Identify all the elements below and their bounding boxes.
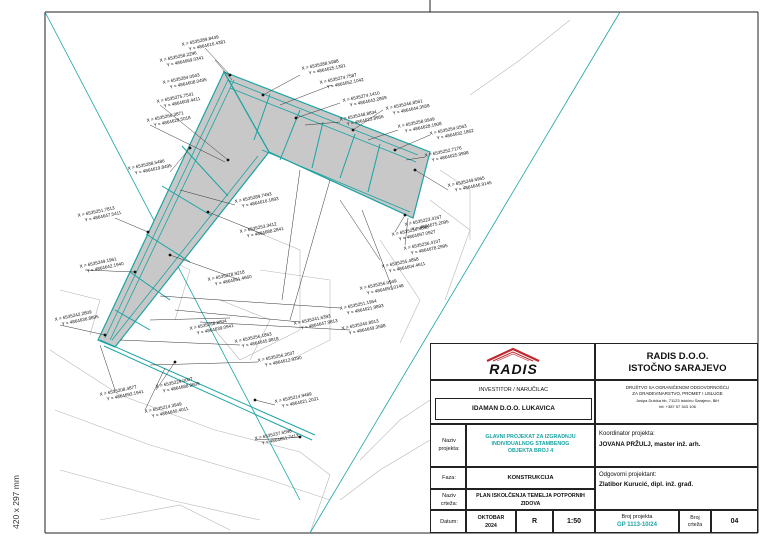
scale-value: 1:50: [566, 518, 581, 525]
parcel-lines: [49, 19, 571, 534]
drawing-no-value-cell: 04: [711, 510, 758, 533]
phase-label: Faza:: [442, 475, 456, 481]
phase-label-cell: Faza:: [430, 467, 466, 489]
drawing-value-1: PLAN ISKOLČENJA TEMELJA POTPORNIH: [476, 493, 585, 499]
responsible-value: Zlatibor Kurucić, dipl. inž. građ.: [599, 481, 694, 488]
responsible-label: Odgovorni projektant:: [599, 472, 657, 478]
company-name: RADIS D.O.O.: [646, 351, 709, 362]
company-city: ISTOČNO SARAJEVO: [628, 363, 727, 374]
company-name-cell: RADIS D.O.O. ISTOČNO SARAJEVO: [595, 343, 758, 380]
phase-value-cell: KONSTRUKCIJA: [466, 467, 595, 489]
coordinator-cell: Koordinator projekta: JOVANA PRŽULJ, mas…: [595, 424, 758, 467]
company-phone: tel: +387 57 343 106: [659, 404, 696, 409]
wall-footings: [97, 70, 431, 348]
project-no-cell: Broj projekta GP 1113-10/24: [595, 510, 679, 533]
coordinator-label: Koordinator projekta:: [599, 431, 655, 437]
logo-text: RADIS: [489, 361, 538, 377]
investor-cell: INVESTITOR / NARUČILAC IDAMAN D.O.O. LUK…: [430, 380, 595, 424]
company-address: Josipa Dubića bb, 71123 Istočno Sarajevo…: [635, 398, 720, 403]
scale-value-cell: 1:50: [553, 510, 595, 533]
company-desc-1: DRUŠTVO SA OGRANIČENOM ODGOVORNOŠĆU: [625, 385, 730, 390]
logo-cell: RADIS: [430, 343, 595, 380]
date-label-cell: Datum:: [430, 510, 466, 533]
drawing-label-cell: Naziv crteža:: [430, 489, 466, 510]
responsible-cell: Odgovorni projektant: Zlatibor Kurucić, …: [595, 467, 758, 510]
drawing-no-label-cell: Broj crteža: [679, 510, 711, 533]
date-label: Datum:: [440, 519, 458, 525]
date-value-cell: OKTOBAR 2024: [466, 510, 516, 533]
drawing-value-2: ZIDOVA: [520, 501, 541, 507]
leader-lines: [59, 47, 449, 441]
investor-value: IDAMAN D.O.O. LUKAVICA: [472, 405, 555, 412]
phase-value: KONSTRUKCIJA: [507, 475, 554, 481]
radis-logo-icon: [486, 347, 540, 362]
project-label-cell: Naziv projekta:: [430, 424, 466, 467]
company-desc-cell: DRUŠTVO SA OGRANIČENOM ODGOVORNOŠĆU ZA G…: [595, 380, 758, 424]
project-value-cell: GLAVNI PROJEKAT ZA IZGRADNJU INDIVIDUALN…: [466, 424, 595, 467]
project-value-3: OBJEKTA BROJ 4: [507, 448, 554, 454]
project-no-value: GP 1113-10/24: [617, 522, 657, 528]
project-value-1: GLAVNI PROJEKAT ZA IZGRADNJU: [485, 434, 576, 440]
investor-label: INVESTITOR / NARUČILAC: [478, 387, 549, 393]
drawing-label-1: Naziv: [442, 493, 456, 499]
scale-letter: R: [531, 518, 538, 525]
project-no-label: Broj projekta: [621, 514, 653, 520]
sheet-size-label: 420 x 297 mm: [11, 475, 21, 529]
project-label-1: Naziv: [442, 438, 456, 444]
drawing-no-label-1: Broj: [690, 515, 700, 521]
drawing-no-label-2: crteža: [687, 522, 703, 528]
drawing-no-value: 04: [730, 518, 739, 525]
project-label-2: projekta:: [438, 446, 460, 452]
scale-letter-cell: R: [516, 510, 553, 533]
sheet-frame: [44, 0, 759, 534]
point-markers: [103, 73, 417, 439]
project-value-2: INDIVIDUALNOG STAMBENOG: [491, 441, 570, 447]
drawing-label-2: crteža:: [440, 501, 458, 507]
investor-value-box: IDAMAN D.O.O. LUKAVICA: [435, 398, 592, 420]
drawing-value-cell: PLAN ISKOLČENJA TEMELJA POTPORNIH ZIDOVA: [466, 489, 595, 510]
lower-wall-line: [99, 339, 316, 441]
title-block: RADIS RADIS D.O.O. ISTOČNO SARAJEVO INVE…: [430, 343, 758, 533]
company-desc-2: ZA GRAĐEVINARSTVO, PROMET I USLUGE: [632, 391, 723, 396]
date-value-1: OKTOBAR: [477, 515, 505, 521]
coordinator-value: JOVANA PRŽULJ, master inž. arh.: [599, 441, 701, 448]
date-value-2: 2024: [485, 523, 497, 529]
